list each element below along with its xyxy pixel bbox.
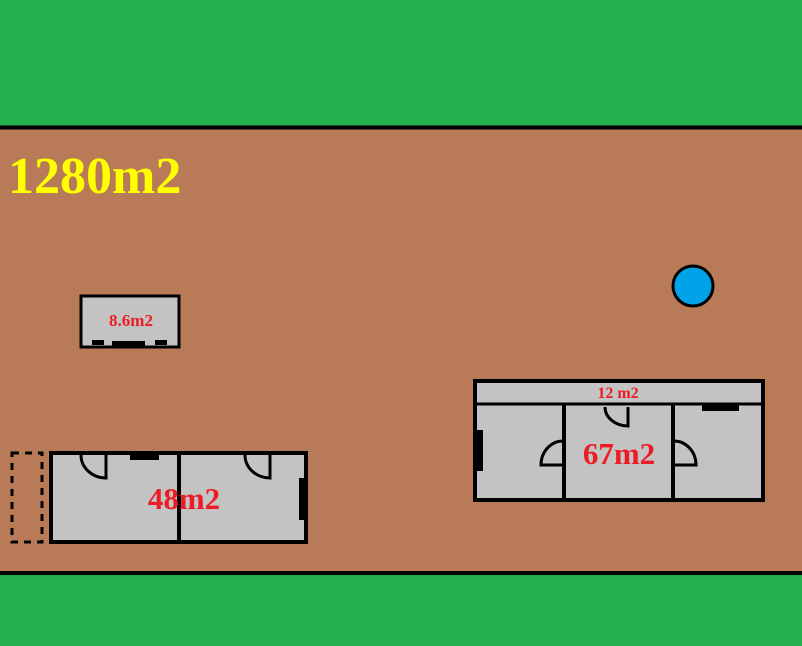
door-swing-icon [243, 454, 272, 480]
door-swing-icon [79, 454, 108, 480]
door-swing-icon [603, 406, 630, 428]
small-shed-window [155, 340, 167, 345]
right-house-area-label: 67m2 [583, 436, 655, 471]
small-shed: 8.6m2 [79, 294, 181, 349]
right-house-outline [473, 379, 765, 502]
grass-bottom [0, 573, 802, 646]
left-house-door [299, 478, 305, 520]
total-area-label: 1280m2 [8, 148, 181, 205]
right-house: 12 m2 67m2 [473, 379, 765, 502]
small-shed-outline [79, 294, 181, 349]
left-house-area-label: 48m2 [148, 481, 220, 516]
door-swing-icon [539, 439, 564, 467]
left-house-window [130, 454, 159, 460]
right-house-porch-area-label: 12 m2 [597, 385, 638, 402]
small-shed-door [112, 341, 145, 346]
grass-top [0, 0, 802, 127]
right-house-window [702, 405, 739, 411]
right-house-door [477, 430, 483, 471]
small-shed-window [92, 340, 104, 345]
water-point-marker [671, 264, 715, 308]
left-house: 48m2 [10, 451, 308, 544]
small-shed-area-label: 8.6m2 [109, 311, 153, 330]
door-swing-icon [673, 439, 698, 467]
left-house-terrace-outline [10, 451, 44, 544]
